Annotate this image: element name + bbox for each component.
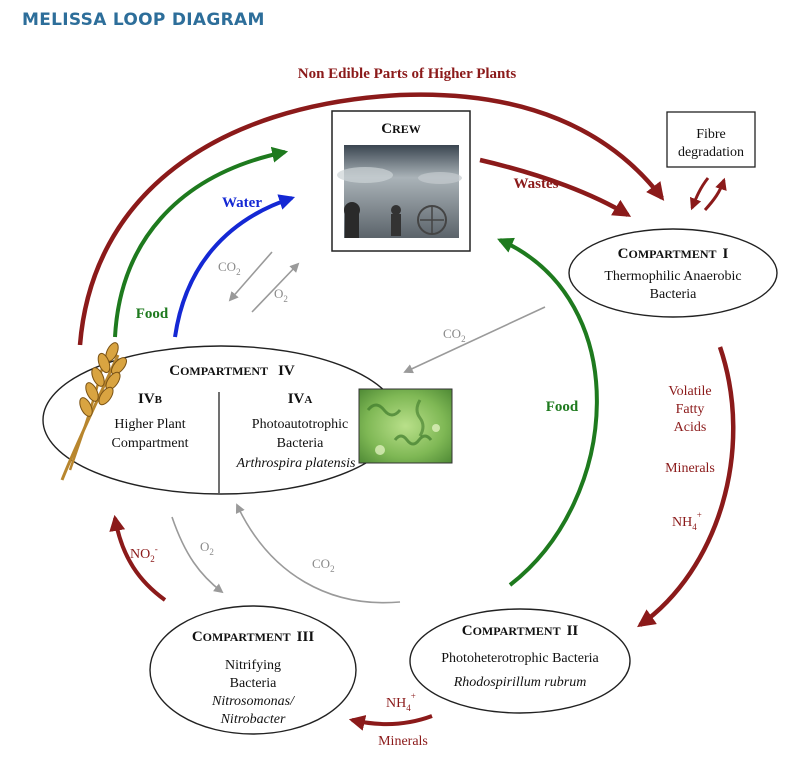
- arthrospira-image: [358, 388, 453, 464]
- compartment1-to-2-arrow: [637, 346, 736, 628]
- compartment-4a-line1: Photoautotrophic: [252, 417, 348, 432]
- wastes-arrow: [479, 157, 632, 217]
- page-title: MELISSA LOOP DIAGRAM: [22, 10, 265, 30]
- compartment-4a-line2: Bacteria: [277, 436, 324, 451]
- fibre-arrow-down: [689, 177, 710, 211]
- o2-compartment3-arrow: [171, 516, 224, 594]
- food-right-label: Food: [546, 399, 579, 415]
- compartment-3: [149, 605, 357, 735]
- o2-crew-arrow: [251, 262, 300, 313]
- crew-title: CREW: [381, 121, 421, 137]
- o2-label-crew: O2: [274, 286, 288, 304]
- fibre-line2: degradation: [678, 145, 744, 160]
- wastes-label: Wastes: [514, 176, 559, 192]
- compartment-2-species: Rhodospirillum rubrum: [453, 675, 587, 690]
- vfa-line2: Fatty: [676, 402, 705, 417]
- compartment-4a-title: IVA: [288, 391, 313, 407]
- co2-label-crew: CO2: [218, 259, 241, 277]
- compartment-4b-line1: Higher Plant: [114, 417, 185, 432]
- compartment-1: [568, 228, 778, 318]
- no3-label: NO2-: [130, 544, 158, 564]
- compartment-2: [409, 608, 631, 714]
- compartment-2-line1: Photoheterotrophic Bacteria: [441, 651, 599, 666]
- compartment-1-line1: Thermophilic Anaerobic: [604, 269, 741, 284]
- food-left-label: Food: [136, 306, 169, 322]
- compartment-4a-species: Arthrospira platensis: [236, 456, 356, 471]
- minerals-bottom-arrow: [348, 714, 433, 731]
- o2-label-compartment3: O2: [200, 539, 214, 557]
- compartment-1-line2: Bacteria: [650, 287, 697, 302]
- non-edible-parts-arrow: [77, 92, 665, 346]
- compartment-3-species1: Nitrosomonas/: [211, 694, 295, 709]
- no3-arrow: [109, 514, 167, 602]
- wheat-icon: [60, 342, 127, 481]
- crew-photo: [337, 145, 462, 238]
- minerals-bottom-label: Minerals: [378, 734, 428, 749]
- co2-compartment2-arrow: [235, 503, 401, 604]
- compartment-3-species2: Nitrobacter: [220, 712, 286, 727]
- food-to-crew-right-arrow: [497, 237, 599, 587]
- compartment-3-line2: Bacteria: [230, 676, 277, 691]
- fibre-degradation-box: [666, 111, 756, 168]
- non-edible-label: Non Edible Parts of Higher Plants: [298, 66, 517, 82]
- co2-label-compartment1: CO2: [443, 326, 466, 344]
- fibre-arrow-up: [703, 177, 727, 212]
- vfa-line3: Acids: [674, 420, 707, 435]
- food-to-crew-left-arrow: [113, 146, 289, 338]
- water-label: Water: [222, 195, 262, 211]
- compartment-3-line1: Nitrifying: [225, 658, 281, 673]
- fibre-line1: Fibre: [696, 127, 726, 142]
- co2-compartment1-arrow: [403, 306, 546, 374]
- compartment-4b-line2: Compartment: [112, 436, 189, 451]
- compartment-4b-title: IVB: [138, 391, 163, 407]
- minerals-right-label: Minerals: [665, 461, 715, 476]
- vfa-line1: Volatile: [668, 384, 711, 399]
- nh4-right-label: NH4+: [672, 510, 702, 532]
- co2-label-compartment2: CO2: [312, 556, 335, 574]
- water-arrow: [173, 194, 296, 338]
- nh4-bottom-label: NH4+: [386, 691, 416, 713]
- co2-crew-arrow: [228, 251, 273, 302]
